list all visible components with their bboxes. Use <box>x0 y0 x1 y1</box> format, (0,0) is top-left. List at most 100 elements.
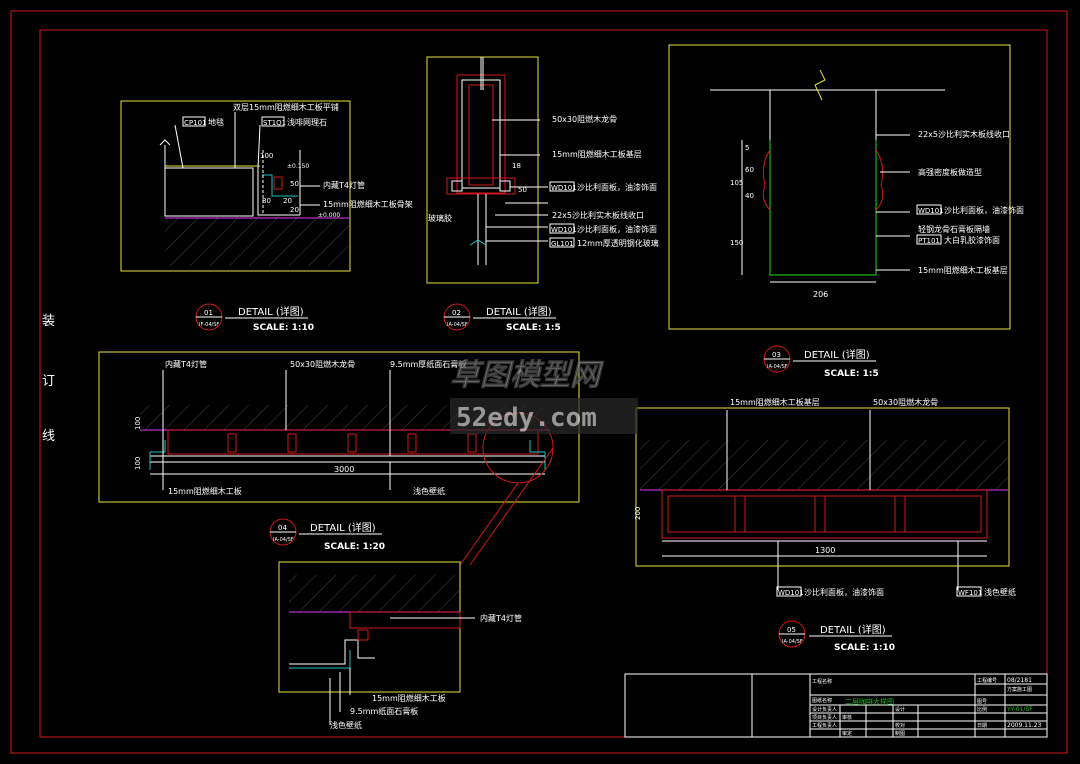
tb-drawing-name-label: 图纸名称 <box>812 697 832 704</box>
d02-tag-wd2: WD101 <box>551 226 577 234</box>
tb-approve: 审定 <box>842 730 852 737</box>
d01-label-board: 双层15mm阻燃细木工板平铺 <box>233 102 339 112</box>
watermark: 草图模型网 52edy.com <box>450 358 638 434</box>
d04-dim-100a: 100 <box>134 417 142 430</box>
tb-drawing-no: YY-01/SF <box>1006 706 1033 713</box>
binding-char-2: 订 <box>42 374 55 389</box>
d04-scale: SCALE: 1:20 <box>324 542 385 552</box>
tb-project-no: 08/2181 <box>1007 677 1032 684</box>
d03-tag-wd: WD101 <box>918 207 944 215</box>
d04-label-keel: 50x30阻燃木龙骨 <box>290 359 355 369</box>
d02-label-panel2: 沙比利面板，油漆饰面 <box>577 224 657 234</box>
d01-scale: SCALE: 1:10 <box>253 323 314 333</box>
d01-tag-cp: CP101 <box>184 119 206 127</box>
detail-title-01: 01 IF-04/SF DETAIL (详图) SCALE: 1:10 <box>195 303 314 333</box>
enl-label-wallpaper: 浅色壁纸 <box>330 720 362 730</box>
tb-design: 设计 <box>895 706 905 713</box>
tb-scale: 比例 <box>977 706 987 713</box>
d01-dim-level0: ±0.000 <box>318 212 340 219</box>
d04-label-wallpaper: 浅色壁纸 <box>413 486 445 496</box>
d02-id: 02 <box>452 309 461 317</box>
d03-dim-60: 60 <box>745 166 754 174</box>
d03-tag-box1 <box>916 204 942 215</box>
d04-label-gypsum: 9.5mm厚纸面石膏板 <box>390 359 466 369</box>
d02-label-trim: 22x5沙比利实木板线收口 <box>552 210 644 220</box>
d01-tag-st: ST1Q1 <box>263 119 286 127</box>
d01-dim-20b: 20 <box>290 206 299 214</box>
d03-label-base: 15mm阻燃细木工板基层 <box>918 265 1008 275</box>
enl-label-board: 15mm阻燃细木工板 <box>372 693 446 703</box>
d02-tag-box1 <box>549 181 575 192</box>
d01-tag-box2 <box>261 116 285 127</box>
d01-label-frame: 15mm阻燃细木工板骨架 <box>323 199 413 209</box>
d03-label-wall: 轻钢龙骨石膏板隔墙 <box>918 224 990 234</box>
tb-no-label: 图号 <box>977 699 987 705</box>
d04-label-board: 15mm阻燃细木工板 <box>168 486 242 496</box>
d04-id: 04 <box>278 524 287 532</box>
d03-title: DETAIL (详图) <box>804 348 870 361</box>
binding-char-1: 装 <box>42 314 55 329</box>
d05-tag-wd: WD101 <box>778 589 804 597</box>
d02-tag-box3 <box>549 237 575 248</box>
d02-tag-box2 <box>549 223 575 234</box>
d02-label-glue: 玻璃胶 <box>428 213 452 223</box>
d03-label-trim: 22x5沙比利实木板线收口 <box>918 129 1010 139</box>
d04-ref: IA-04/SF <box>273 537 294 543</box>
d02-label-base: 15mm阻燃细木工板基层 <box>552 149 642 159</box>
tb-phase: 方案施工图 <box>1007 686 1032 693</box>
d05-tag-box2 <box>956 586 982 597</box>
d01-dim-100: 100 <box>260 152 273 160</box>
d04-dim-100b: 100 <box>134 457 142 470</box>
d05-tag-wf: WF101 <box>958 589 982 597</box>
detail-title-05: 05 IA-04/SF DETAIL (详图) SCALE: 1:10 <box>778 620 895 653</box>
d04-dim-3000: 3000 <box>334 465 354 474</box>
d05-label-panel: 沙比利面板，油漆饰面 <box>804 587 884 597</box>
d01-title: DETAIL (详图) <box>238 305 304 318</box>
tb-date-label: 日期 <box>977 723 987 729</box>
d01-dim-level1: ±0.150 <box>287 163 309 170</box>
d03-scale: SCALE: 1:5 <box>824 369 879 379</box>
d01-ref: IF-04/SF <box>199 322 219 328</box>
outer-border <box>10 10 1068 754</box>
d01-label-marble: 浅啡网理石 <box>287 117 327 127</box>
d02-label-glass: 12mm厚透明钢化玻璃 <box>577 238 659 248</box>
tb-eng-lead: 工程负责人 <box>812 722 837 729</box>
d03-dim-206: 206 <box>813 290 828 299</box>
d03-tag-box2 <box>916 234 942 245</box>
d01-label-light: 内藏T4灯管 <box>323 180 365 190</box>
d03-label-board: 高强密度板做造型 <box>918 167 982 177</box>
d02-title: DETAIL (详图) <box>486 305 552 318</box>
detail-02-drawing <box>426 56 548 284</box>
d03-label-panel: 沙比利面板，油漆饰面 <box>944 205 1024 215</box>
d02-dim-18: 18 <box>512 162 521 170</box>
d03-tag-pt: PT101 <box>918 237 940 245</box>
d02-ref: IA-04/SF <box>447 322 468 328</box>
d03-ref: IA-04/SF <box>767 364 788 370</box>
d05-tag-box1 <box>776 586 802 597</box>
tb-drawing-name: 二层咖啡大样图 <box>845 697 894 706</box>
tb-review: 审核 <box>842 714 852 721</box>
tb-project-lead: 项目负责人 <box>812 714 837 721</box>
watermark-cn: 草图模型网 <box>450 358 604 393</box>
d03-dim-40: 40 <box>745 192 754 200</box>
d05-scale: SCALE: 1:10 <box>834 643 895 653</box>
d05-label-base: 15mm阻燃细木工板基层 <box>730 397 820 407</box>
enl-label-light: 内藏T4灯管 <box>480 613 522 623</box>
tb-project-no-label: 工程编号 <box>977 677 997 684</box>
d02-label-panel1: 沙比利面板，油漆饰面 <box>577 182 657 192</box>
d05-title: DETAIL (详图) <box>820 623 886 636</box>
watermark-url: 52edy.com <box>456 403 597 433</box>
d01-dim-80: 80 <box>262 197 271 205</box>
d02-label-keel: 50x30阻燃木龙骨 <box>552 114 617 124</box>
tb-date: 2009.11.23 <box>1007 722 1042 729</box>
d04-label-light: 内藏T4灯管 <box>165 359 207 369</box>
d03-dim-105: 105 <box>730 179 743 187</box>
d05-label-keel: 50x30阻燃木龙骨 <box>873 397 938 407</box>
d01-id: 01 <box>204 309 213 317</box>
binding-char-3: 线 <box>42 429 55 444</box>
d05-dim-1300: 1300 <box>815 546 835 555</box>
detail-03-drawing <box>668 44 1011 330</box>
d01-dim-50: 50 <box>290 180 299 188</box>
enl-label-gypsum: 9.5mm纸面石膏板 <box>350 706 418 716</box>
d02-dim-50: 50 <box>518 186 527 194</box>
